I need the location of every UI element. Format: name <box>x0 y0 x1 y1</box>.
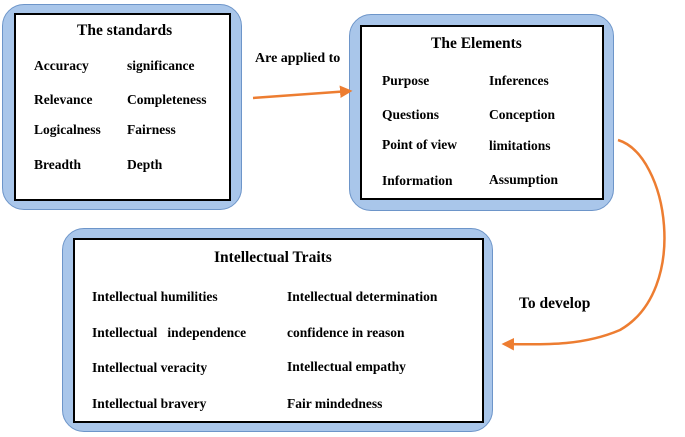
applied-arrow <box>252 85 353 100</box>
element-item: Information <box>382 173 453 188</box>
standards-title: The standards <box>77 22 173 39</box>
standard-item: Logicalness <box>34 122 101 137</box>
develop-arrow <box>501 138 666 351</box>
trait-item: Intellectual bravery <box>92 396 207 411</box>
elements-title: The Elements <box>431 35 522 52</box>
trait-item: Intellectual veracity <box>92 360 208 375</box>
traits-panel: Intellectual Traits Intellectual humilit… <box>73 238 484 423</box>
trait-item: Intellectual independence <box>92 325 247 340</box>
trait-item: Intellectual humilities <box>92 289 218 304</box>
standard-item: significance <box>127 58 195 73</box>
element-item: Conception <box>489 107 556 122</box>
standard-item: Depth <box>127 157 163 172</box>
applied-to-label: Are applied to <box>255 51 341 66</box>
traits-title: Intellectual Traits <box>214 249 332 266</box>
element-item: Inferences <box>489 73 549 88</box>
standard-item: Accuracy <box>34 58 89 73</box>
element-item: Purpose <box>382 73 430 88</box>
element-item: Questions <box>382 107 440 122</box>
element-item: limitations <box>489 138 551 153</box>
standard-item: Breadth <box>34 157 82 172</box>
element-item: Point of view <box>382 137 457 152</box>
standards-panel: The standards Accuracy significance Rele… <box>14 13 231 201</box>
standard-item: Fairness <box>127 122 176 137</box>
trait-item: Intellectual empathy <box>287 359 406 374</box>
element-item: Assumption <box>489 172 559 187</box>
trait-item: confidence in reason <box>287 325 405 340</box>
standard-item: Relevance <box>34 92 93 107</box>
trait-item: Fair mindedness <box>287 396 383 411</box>
standard-item: Completeness <box>127 92 207 107</box>
to-develop-label: To develop <box>519 295 591 312</box>
elements-panel: The Elements Purpose Inferences Question… <box>360 25 604 200</box>
trait-item: Intellectual determination <box>287 289 438 304</box>
